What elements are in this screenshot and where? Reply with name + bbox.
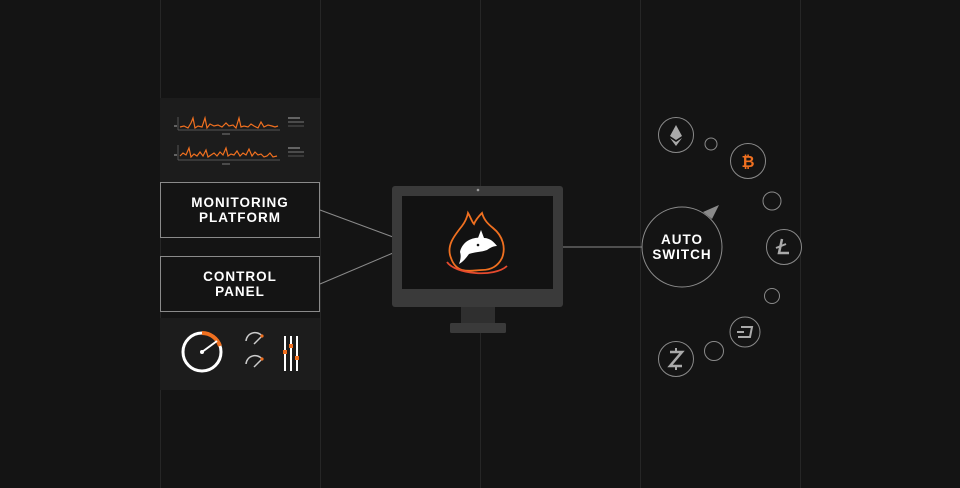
small-circle [764,288,780,304]
speedometer-icon [181,331,223,373]
flame-orca-logo [446,210,508,275]
small-circle [704,137,718,151]
arrow-pointer-icon [703,205,719,219]
connector-line [319,252,394,285]
auto-switch-line2: SWITCH [652,247,712,262]
auto-switch-circle [641,206,723,288]
small-circle [762,191,782,211]
line-chart-icon [174,115,304,135]
grid-line [640,0,641,488]
monitor-icon [392,186,563,333]
line-chart-icon [174,145,304,165]
control-label-line2: PANEL [215,284,265,299]
small-circle [704,341,724,361]
grid-line [320,0,321,488]
connector-line [319,209,394,238]
auto-switch-line1: AUTO [660,232,703,247]
control-panel-box: CONTROL PANEL [160,256,320,312]
auto-switch-label: AUTO SWITCH [642,232,722,262]
dial-icon [245,354,264,368]
control-label-line1: CONTROL [203,269,277,284]
dash-icon [729,316,761,348]
sliders-icon [283,336,299,371]
monitoring-platform-box: MONITORING PLATFORM [160,182,320,238]
litecoin-icon [766,229,802,265]
bitcoin-icon: ₿ [730,143,766,179]
monitoring-label-line1: MONITORING [191,195,289,210]
zcash-icon [658,341,694,377]
dial-icon [245,331,264,345]
control-gauges-panel [160,318,320,390]
monitoring-label-line2: PLATFORM [199,210,281,225]
svg-text:₿: ₿ [741,152,754,171]
ethereum-icon [658,117,694,153]
grid-line [160,0,161,488]
monitoring-charts-panel [160,98,320,182]
